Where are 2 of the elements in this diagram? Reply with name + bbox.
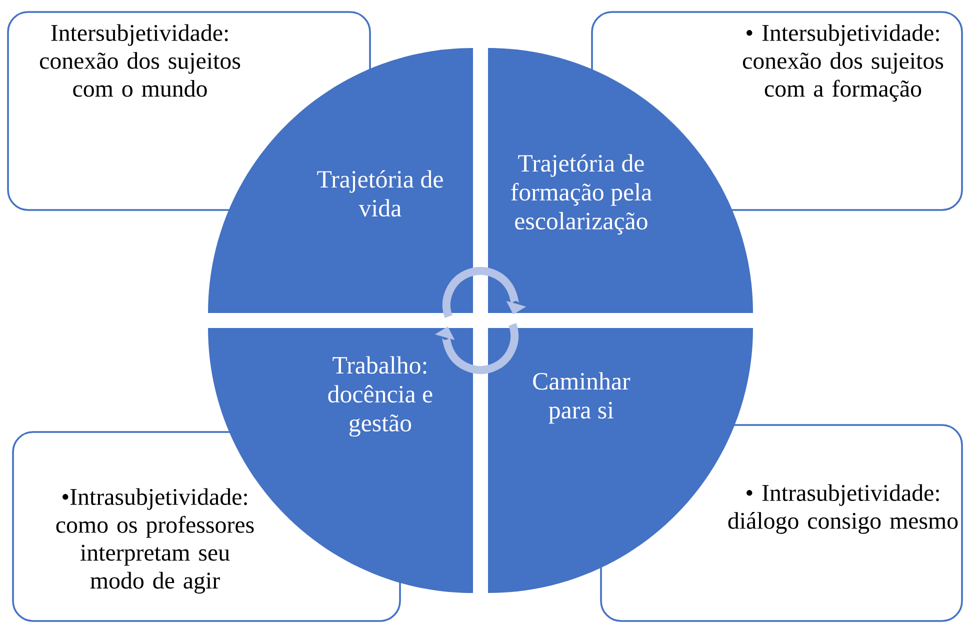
cycle-arrow [442, 267, 526, 318]
cycle-arrow [434, 323, 518, 374]
